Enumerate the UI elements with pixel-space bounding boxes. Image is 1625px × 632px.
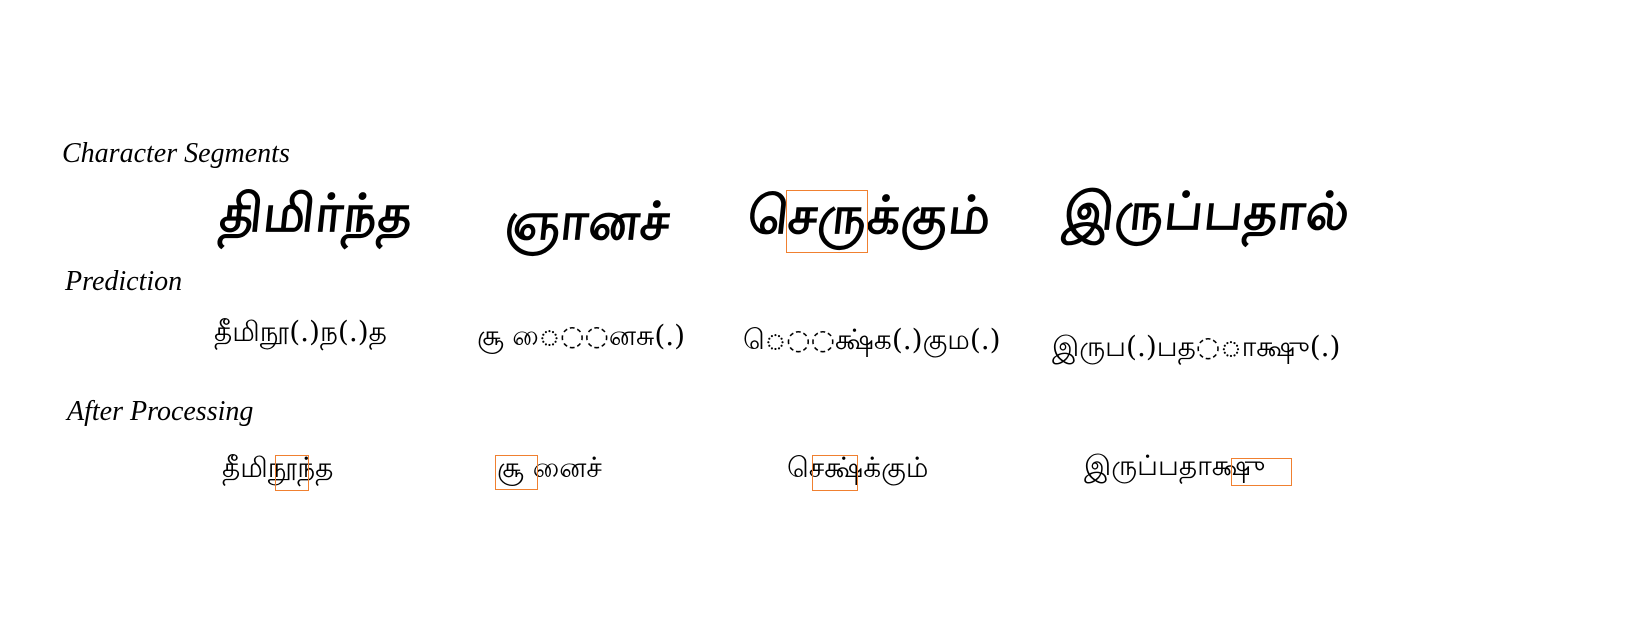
prediction-word-2: சூ ை◌◌னசு(.) (477, 319, 686, 352)
processed-highlight-box-4 (1231, 458, 1292, 486)
processed-word-1: தீமிநூந்த (222, 451, 334, 484)
character-segments-label: Character Segments (62, 138, 290, 169)
prediction-word-4: இருப(.)பத◌◌ாக்ஷு(.) (1052, 330, 1341, 363)
processed-word-4: இருப்பதாக்ஷு (1084, 449, 1266, 482)
segment-word-4: இருப்பதால் (1060, 182, 1354, 242)
prediction-word-3: ெ◌◌க்ஷ்க(.)கும(.) (743, 323, 1001, 356)
processed-highlight-box-3 (812, 455, 858, 491)
segment-word-2: ஞானச் (501, 192, 674, 252)
after-processing-label: After Processing (67, 396, 254, 427)
prediction-word-1: தீமிநூ(.)ந(.)த (214, 315, 387, 348)
prediction-label: Prediction (65, 266, 183, 297)
processed-highlight-box-2 (495, 455, 538, 490)
processed-highlight-box-1 (275, 455, 309, 491)
segment-word-1: திமிர்ந்த (216, 184, 417, 244)
processed-word-2: சூ னைச் (497, 451, 602, 484)
segment-highlight-box (786, 190, 868, 253)
segment-word-3: செருக்கும் (744, 186, 995, 246)
